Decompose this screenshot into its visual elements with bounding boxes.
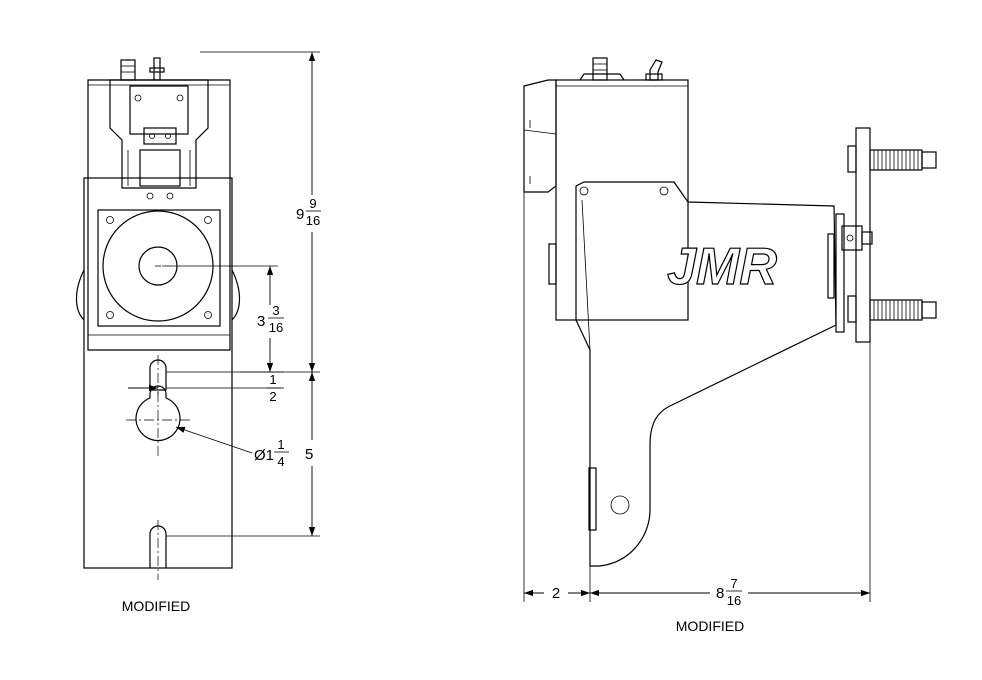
dim-hole-diameter: Ø1 1 4 xyxy=(175,426,289,469)
side-top-fittings xyxy=(579,57,663,81)
front-switch-housing xyxy=(87,79,231,351)
dim-side-depth-num: 7 xyxy=(730,576,737,591)
jmr-logo: JMR xyxy=(667,238,777,296)
dim-center-height: 3 3 16 xyxy=(162,265,284,372)
front-latch-assembly xyxy=(109,79,209,200)
dim-side-depth-den: 16 xyxy=(727,593,741,608)
dim-center-height-whole: 3 xyxy=(257,313,265,330)
dim-center-height-den: 16 xyxy=(269,320,283,335)
side-mounting-flange xyxy=(855,127,871,343)
side-plate-lower-hole xyxy=(610,495,630,515)
side-rear-block xyxy=(523,79,557,193)
side-lower-slot xyxy=(588,467,597,531)
front-top-fitting xyxy=(120,57,165,81)
side-view: JMR xyxy=(523,57,937,634)
front-keyhole xyxy=(135,385,181,442)
side-upper-bolt xyxy=(869,149,937,171)
side-bracket-plate xyxy=(575,181,837,567)
dim-side-depth-whole: 8 xyxy=(716,585,724,602)
front-motor-plate xyxy=(97,209,221,327)
dim-center-height-num: 3 xyxy=(272,303,279,318)
dim-hole-diameter-num: 1 xyxy=(277,437,284,452)
dim-lower-height-value: 5 xyxy=(305,446,313,463)
side-plate-hole xyxy=(659,186,669,196)
front-right-bulge xyxy=(231,269,241,321)
front-view: 9 9 16 3 3 16 1 2 Ø1 1 xyxy=(75,51,321,614)
dim-hole-diameter-den: 4 xyxy=(277,454,284,469)
dim-slot-offset-den: 2 xyxy=(269,389,276,404)
dim-overall-height-den: 16 xyxy=(306,213,320,228)
dim-overall-height-whole: 9 xyxy=(296,206,304,223)
side-lower-bolt xyxy=(869,299,937,321)
side-plate-hole xyxy=(579,186,589,196)
front-upper-slot xyxy=(149,359,167,391)
dim-lower-height: 5 xyxy=(166,372,320,537)
dim-side-depth: 8 7 16 xyxy=(590,576,870,608)
side-switch-housing xyxy=(555,79,689,321)
dim-side-offset: 2 xyxy=(524,585,590,602)
front-bracket-body xyxy=(83,177,233,569)
dim-hole-diameter-prefix: Ø1 xyxy=(254,447,274,464)
dim-side-offset-value: 2 xyxy=(552,585,560,602)
side-view-caption: MODIFIED xyxy=(676,618,744,634)
dim-slot-offset-num: 1 xyxy=(269,372,276,387)
dim-overall-height-num: 9 xyxy=(309,196,316,211)
dim-slot-offset: 1 2 xyxy=(128,371,284,404)
front-view-caption: MODIFIED xyxy=(122,598,190,614)
front-left-bulge xyxy=(75,269,85,321)
